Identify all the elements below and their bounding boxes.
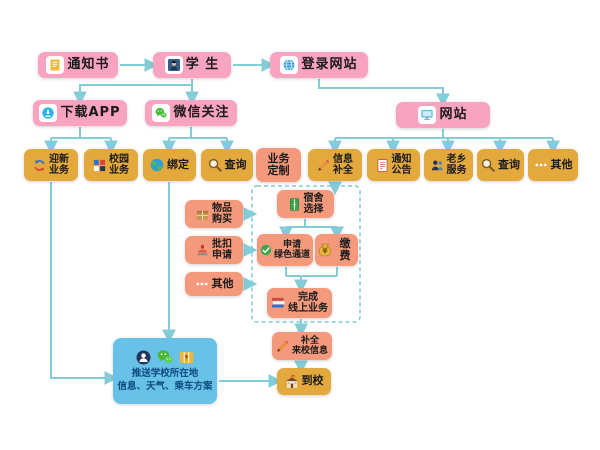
node-login-site: 登录网站 <box>270 52 368 78</box>
node-wechat-query: 查询 <box>201 149 253 181</box>
node-hometown-service-label: 老乡 服务 <box>446 153 467 176</box>
node-bind: 绑定 <box>143 149 196 181</box>
push-info-label: 推送学校所在地 信息、天气、乘车方案 <box>117 368 213 392</box>
school-icon <box>285 374 299 389</box>
search-icon <box>481 158 495 172</box>
node-student: 学 生 <box>153 52 231 78</box>
push-info-panel: 推送学校所在地 信息、天气、乘车方案 <box>113 338 217 404</box>
people-icon <box>431 159 444 172</box>
node-download-app: 下载APP <box>33 100 127 126</box>
wardrobe-icon <box>288 197 301 211</box>
node-complete-online: 完成 线上业务 <box>267 288 332 318</box>
node-dorm-select-label: 宿舍 选择 <box>303 192 324 215</box>
monitor-icon <box>418 106 437 124</box>
globe-icon <box>280 56 299 74</box>
wechat-icon <box>152 104 171 122</box>
node-arrive-school: 到校 <box>277 368 331 395</box>
push-info-icons <box>136 349 194 365</box>
node-goods-purchase-label: 物品 购买 <box>212 202 232 225</box>
moneybag-icon: ¥ <box>318 243 332 257</box>
node-site-other: 其他 <box>528 149 578 181</box>
node-announcement: 通知 公告 <box>367 149 420 181</box>
node-goods-purchase: 物品 购买 <box>185 200 243 228</box>
search-icon <box>208 158 222 172</box>
node-orientation-service: 迎新 业务 <box>24 149 78 181</box>
stamp-icon <box>196 244 209 257</box>
avatar-circle-icon <box>136 350 151 365</box>
pencil-icon <box>276 340 289 353</box>
node-wechat-follow: 微信关注 <box>145 100 237 126</box>
node-business-customize-label: 业务 定制 <box>267 151 290 177</box>
node-business-customize: 业务 定制 <box>256 148 301 182</box>
node-arrival-info-label: 补全 来校信息 <box>291 335 328 356</box>
node-campus-service: 校园 业务 <box>84 149 138 181</box>
node-batch-deduct-label: 批扣 申请 <box>212 238 232 261</box>
wechat-icon <box>157 349 173 365</box>
node-info-complete-label: 信息 补全 <box>333 153 353 176</box>
download-icon <box>39 104 58 122</box>
node-hometown-service: 老乡 服务 <box>424 149 473 181</box>
student-icon <box>164 56 183 74</box>
map-icon <box>179 350 194 365</box>
grid-icon <box>93 159 106 172</box>
node-left-other: 其他 <box>185 272 243 296</box>
books-icon <box>271 296 285 310</box>
node-notice: 通知书 <box>38 52 118 78</box>
ellipsis-icon <box>195 277 209 291</box>
node-arrival-info: 补全 来校信息 <box>272 332 332 360</box>
notice-doc-icon <box>376 158 389 172</box>
node-wechat-follow-label: 微信关注 <box>173 104 230 120</box>
node-announcement-label: 通知 公告 <box>391 153 412 176</box>
node-website: 网站 <box>396 102 490 128</box>
node-site-query-label: 查询 <box>498 157 520 171</box>
package-icon <box>196 208 209 221</box>
svg-text:¥: ¥ <box>322 246 328 255</box>
node-pay-fee: ¥ 缴费 <box>315 234 358 266</box>
node-batch-deduct: 批扣 申请 <box>185 236 243 264</box>
node-website-label: 网站 <box>439 106 468 122</box>
node-download-app-label: 下载APP <box>60 104 121 120</box>
node-bind-label: 绑定 <box>167 157 189 171</box>
node-student-label: 学 生 <box>185 56 220 72</box>
node-green-channel-label: 申请 绿色通道 <box>273 239 310 260</box>
node-wechat-query-label: 查询 <box>224 157 247 171</box>
refresh-arrows-icon <box>33 159 46 172</box>
check-icon <box>260 244 272 256</box>
node-notice-label: 通知书 <box>67 56 110 72</box>
pencil-icon <box>317 159 330 172</box>
node-complete-online-label: 完成 线上业务 <box>288 291 328 314</box>
node-campus-service-label: 校园 业务 <box>109 153 129 176</box>
node-pay-fee-label: 缴费 <box>339 236 351 262</box>
node-site-other-label: 其他 <box>550 157 573 171</box>
node-info-complete: 信息 补全 <box>308 149 362 181</box>
ellipsis-icon <box>534 158 548 172</box>
node-arrive-school-label: 到校 <box>301 374 324 388</box>
node-login-site-label: 登录网站 <box>301 56 358 72</box>
node-left-other-label: 其他 <box>211 276 234 290</box>
node-dorm-select: 宿舍 选择 <box>277 190 334 218</box>
globe-icon <box>150 158 164 172</box>
node-site-query: 查询 <box>477 149 524 181</box>
node-orientation-service-label: 迎新 业务 <box>49 153 69 176</box>
document-icon <box>46 56 65 74</box>
node-green-channel: 申请 绿色通道 <box>257 234 313 266</box>
